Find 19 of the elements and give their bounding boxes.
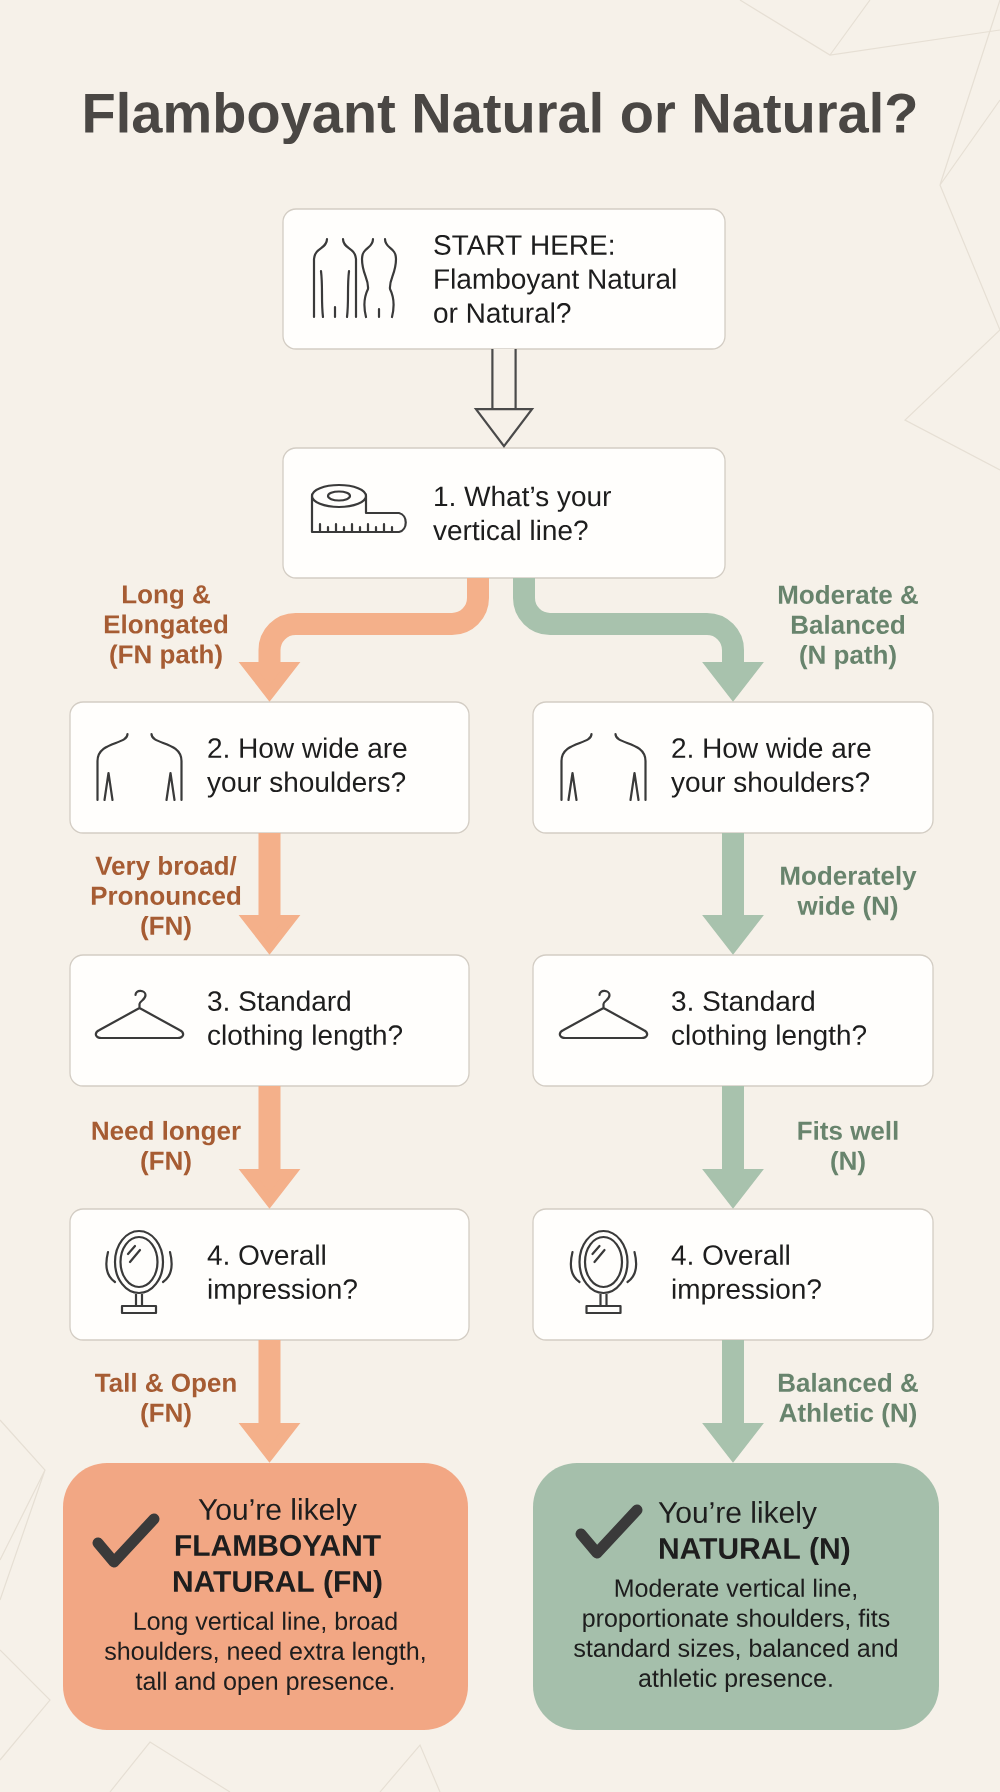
edge-label: Long & Elongated (FN path) — [104, 585, 228, 669]
edge-label: Tall & Open (FN) — [95, 1372, 236, 1428]
question-box: 1. What’s your vertical line? — [282, 447, 726, 579]
question-box: 4. Overall impression? — [69, 1208, 470, 1341]
edge-label: Moderately wide (N) — [781, 865, 917, 921]
edge-label: Very broad/ Pronounced (FN) — [91, 855, 241, 941]
result-box: You’re likely NATURAL (N) Moderate vertical line, proportionate shoulders, fits standard sizes, balanced and athletic presence. — [533, 1463, 939, 1730]
start-box: START HERE: Flamboyant Natural or Natural? — [282, 208, 726, 350]
question-box: 2. How wide are your shoulders? — [69, 701, 470, 834]
edge-label: Fits well (N) — [798, 1120, 898, 1176]
result-box: You’re likely FLAMBOYANT NATURAL (FN) Long vertical line, broad shoulders, need extra length, tall and open presence. — [63, 1463, 468, 1730]
edge-label: Need longer (FN) — [92, 1120, 241, 1176]
question-box: 3. Standard clothing length? — [69, 954, 470, 1087]
question-box: 2. How wide are your shoulders? — [532, 701, 934, 834]
edge-label: Moderate & Balanced (N path) — [778, 584, 918, 670]
question-box: 4. Overall impression? — [532, 1208, 934, 1341]
question-box: 3. Standard clothing length? — [532, 954, 934, 1087]
edge-label: Balanced & Athletic (N) — [778, 1372, 918, 1428]
title: Flamboyant Natural or Natural? — [85, 91, 916, 145]
